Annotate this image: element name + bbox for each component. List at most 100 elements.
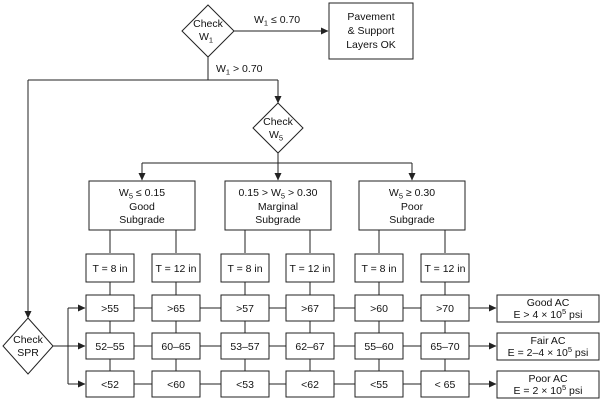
spr-cell-box bbox=[85, 294, 135, 322]
subgrade-marginal-condition: 0.15 > W5 > 0.30 bbox=[239, 187, 318, 201]
result-poor: Poor AC E = 2 × 105 psi bbox=[496, 370, 600, 399]
spr-cell-poor-8in-low: <55 bbox=[354, 370, 404, 398]
subgrade-marginal: 0.15 > W5 > 0.30 Marginal Subgrade bbox=[224, 180, 332, 231]
pavement-ok-line2: & Support bbox=[348, 25, 395, 37]
subgrade-poor-rect bbox=[358, 180, 466, 231]
thickness-label: T = 8 in bbox=[227, 263, 262, 275]
subgrade-marginal-name1: Marginal bbox=[258, 201, 298, 213]
subgrade-good: W5 ≤ 0.15 Good Subgrade bbox=[88, 180, 196, 231]
check-spr-diamond bbox=[2, 317, 54, 375]
spr-cell-good-8in-low: <52 bbox=[85, 370, 135, 398]
spr-cell-box bbox=[85, 332, 135, 360]
connectors bbox=[24, 27, 497, 388]
spr-value: < 65 bbox=[435, 379, 456, 391]
spr-cell-box bbox=[354, 370, 404, 398]
check-w1-diamond bbox=[181, 4, 235, 58]
check-w5-diamond bbox=[252, 102, 304, 154]
pavement-ok-line3: Layers OK bbox=[346, 39, 396, 51]
result-fair: Fair AC E = 2–4 × 105 psi bbox=[496, 332, 600, 361]
pavement-ok-box: Pavement & Support Layers OK bbox=[328, 2, 414, 60]
spr-cell-poor-8in-high: >60 bbox=[354, 294, 404, 322]
thickness-marginal-8in: T = 8 in bbox=[220, 253, 270, 283]
spr-value: >70 bbox=[436, 303, 454, 315]
spr-cell-marginal-12in-low: <62 bbox=[285, 370, 335, 398]
spr-cell-box bbox=[220, 294, 270, 322]
spr-cell-good-8in-mid: 52–55 bbox=[85, 332, 135, 360]
spr-value: 55–60 bbox=[364, 341, 393, 353]
spr-cell-box bbox=[220, 370, 270, 398]
spr-cell-box bbox=[85, 370, 135, 398]
thickness-poor-8in: T = 8 in bbox=[354, 253, 404, 283]
spr-value: 53–57 bbox=[230, 341, 259, 353]
spr-value: >57 bbox=[236, 303, 254, 315]
spr-cell-good-12in-high: >65 bbox=[151, 294, 201, 322]
subgrade-good-name2: Subgrade bbox=[119, 214, 165, 226]
thickness-box bbox=[420, 253, 470, 283]
check-w5-label: Check bbox=[263, 116, 294, 128]
thickness-label: T = 12 in bbox=[290, 263, 331, 275]
check-spr-variable: SPR bbox=[17, 347, 39, 359]
branch-w1-low: W1 ≤ 0.70 bbox=[254, 14, 300, 28]
spr-cell-poor-12in-low: < 65 bbox=[420, 370, 470, 398]
spr-cell-poor-12in-high: >70 bbox=[420, 294, 470, 322]
result-good-modulus: E > 4 × 105 psi bbox=[514, 307, 583, 321]
result-poor-name: Poor AC bbox=[528, 373, 568, 385]
thickness-label: T = 12 in bbox=[156, 263, 197, 275]
spr-value: >67 bbox=[301, 303, 319, 315]
result-good: Good AC E > 4 × 105 psi bbox=[496, 294, 600, 323]
subgrade-marginal-name2: Subgrade bbox=[255, 214, 301, 226]
result-poor-rect bbox=[496, 370, 600, 399]
subgrade-poor-name1: Poor bbox=[401, 201, 424, 213]
spr-cell-marginal-8in-low: <53 bbox=[220, 370, 270, 398]
spr-value: 62–67 bbox=[295, 341, 324, 353]
subgrade-poor-name2: Subgrade bbox=[389, 214, 435, 226]
spr-grid: T = 8 in >55 52–55 <52 T = 12 in >65 60–65 <60 T… bbox=[85, 253, 470, 398]
check-w5-decision: Check W5 bbox=[252, 102, 304, 154]
spr-cell-box bbox=[151, 294, 201, 322]
result-fair-modulus: E = 2–4 × 105 psi bbox=[508, 345, 589, 359]
spr-cell-box bbox=[420, 370, 470, 398]
spr-cell-marginal-8in-mid: 53–57 bbox=[220, 332, 270, 360]
subgrade-marginal-rect bbox=[224, 180, 332, 231]
check-w1-label: Check bbox=[193, 18, 224, 30]
spr-cell-box bbox=[151, 332, 201, 360]
spr-value: <60 bbox=[167, 379, 185, 391]
thickness-label: T = 8 in bbox=[361, 263, 396, 275]
thickness-box bbox=[354, 253, 404, 283]
spr-value: 65–70 bbox=[430, 341, 459, 353]
thickness-poor-12in: T = 12 in bbox=[420, 253, 470, 283]
spr-cell-box bbox=[420, 294, 470, 322]
spr-value: >60 bbox=[370, 303, 388, 315]
check-w1-variable: W1 bbox=[199, 31, 213, 45]
spr-cell-poor-8in-mid: 55–60 bbox=[354, 332, 404, 360]
spr-cell-box bbox=[151, 370, 201, 398]
spr-value: >65 bbox=[167, 303, 185, 315]
spr-value: <53 bbox=[236, 379, 254, 391]
spr-cell-poor-12in-mid: 65–70 bbox=[420, 332, 470, 360]
thickness-box bbox=[85, 253, 135, 283]
spr-value: <62 bbox=[301, 379, 319, 391]
spr-cell-box bbox=[354, 294, 404, 322]
row-connectors bbox=[109, 282, 497, 388]
result-good-rect bbox=[496, 294, 600, 323]
thickness-box bbox=[151, 253, 201, 283]
spr-cell-marginal-12in-mid: 62–67 bbox=[285, 332, 335, 360]
spr-cell-marginal-12in-high: >67 bbox=[285, 294, 335, 322]
thickness-marginal-12in: T = 12 in bbox=[285, 253, 335, 283]
result-good-name: Good AC bbox=[527, 297, 570, 309]
spr-cell-marginal-8in-high: >57 bbox=[220, 294, 270, 322]
spr-cell-box bbox=[285, 294, 335, 322]
spr-value: 52–55 bbox=[95, 341, 124, 353]
spr-value: <55 bbox=[370, 379, 388, 391]
spr-cell-box bbox=[285, 370, 335, 398]
spr-value: 60–65 bbox=[161, 341, 190, 353]
thickness-box bbox=[285, 253, 335, 283]
subgrade-good-condition: W5 ≤ 0.15 bbox=[119, 187, 165, 201]
check-w1-decision: Check W1 bbox=[181, 4, 235, 58]
result-fair-name: Fair AC bbox=[530, 335, 565, 347]
thickness-label: T = 12 in bbox=[425, 263, 466, 275]
spr-value: >55 bbox=[101, 303, 119, 315]
spr-cell-good-12in-mid: 60–65 bbox=[151, 332, 201, 360]
check-spr-decision: Check SPR bbox=[2, 317, 54, 375]
